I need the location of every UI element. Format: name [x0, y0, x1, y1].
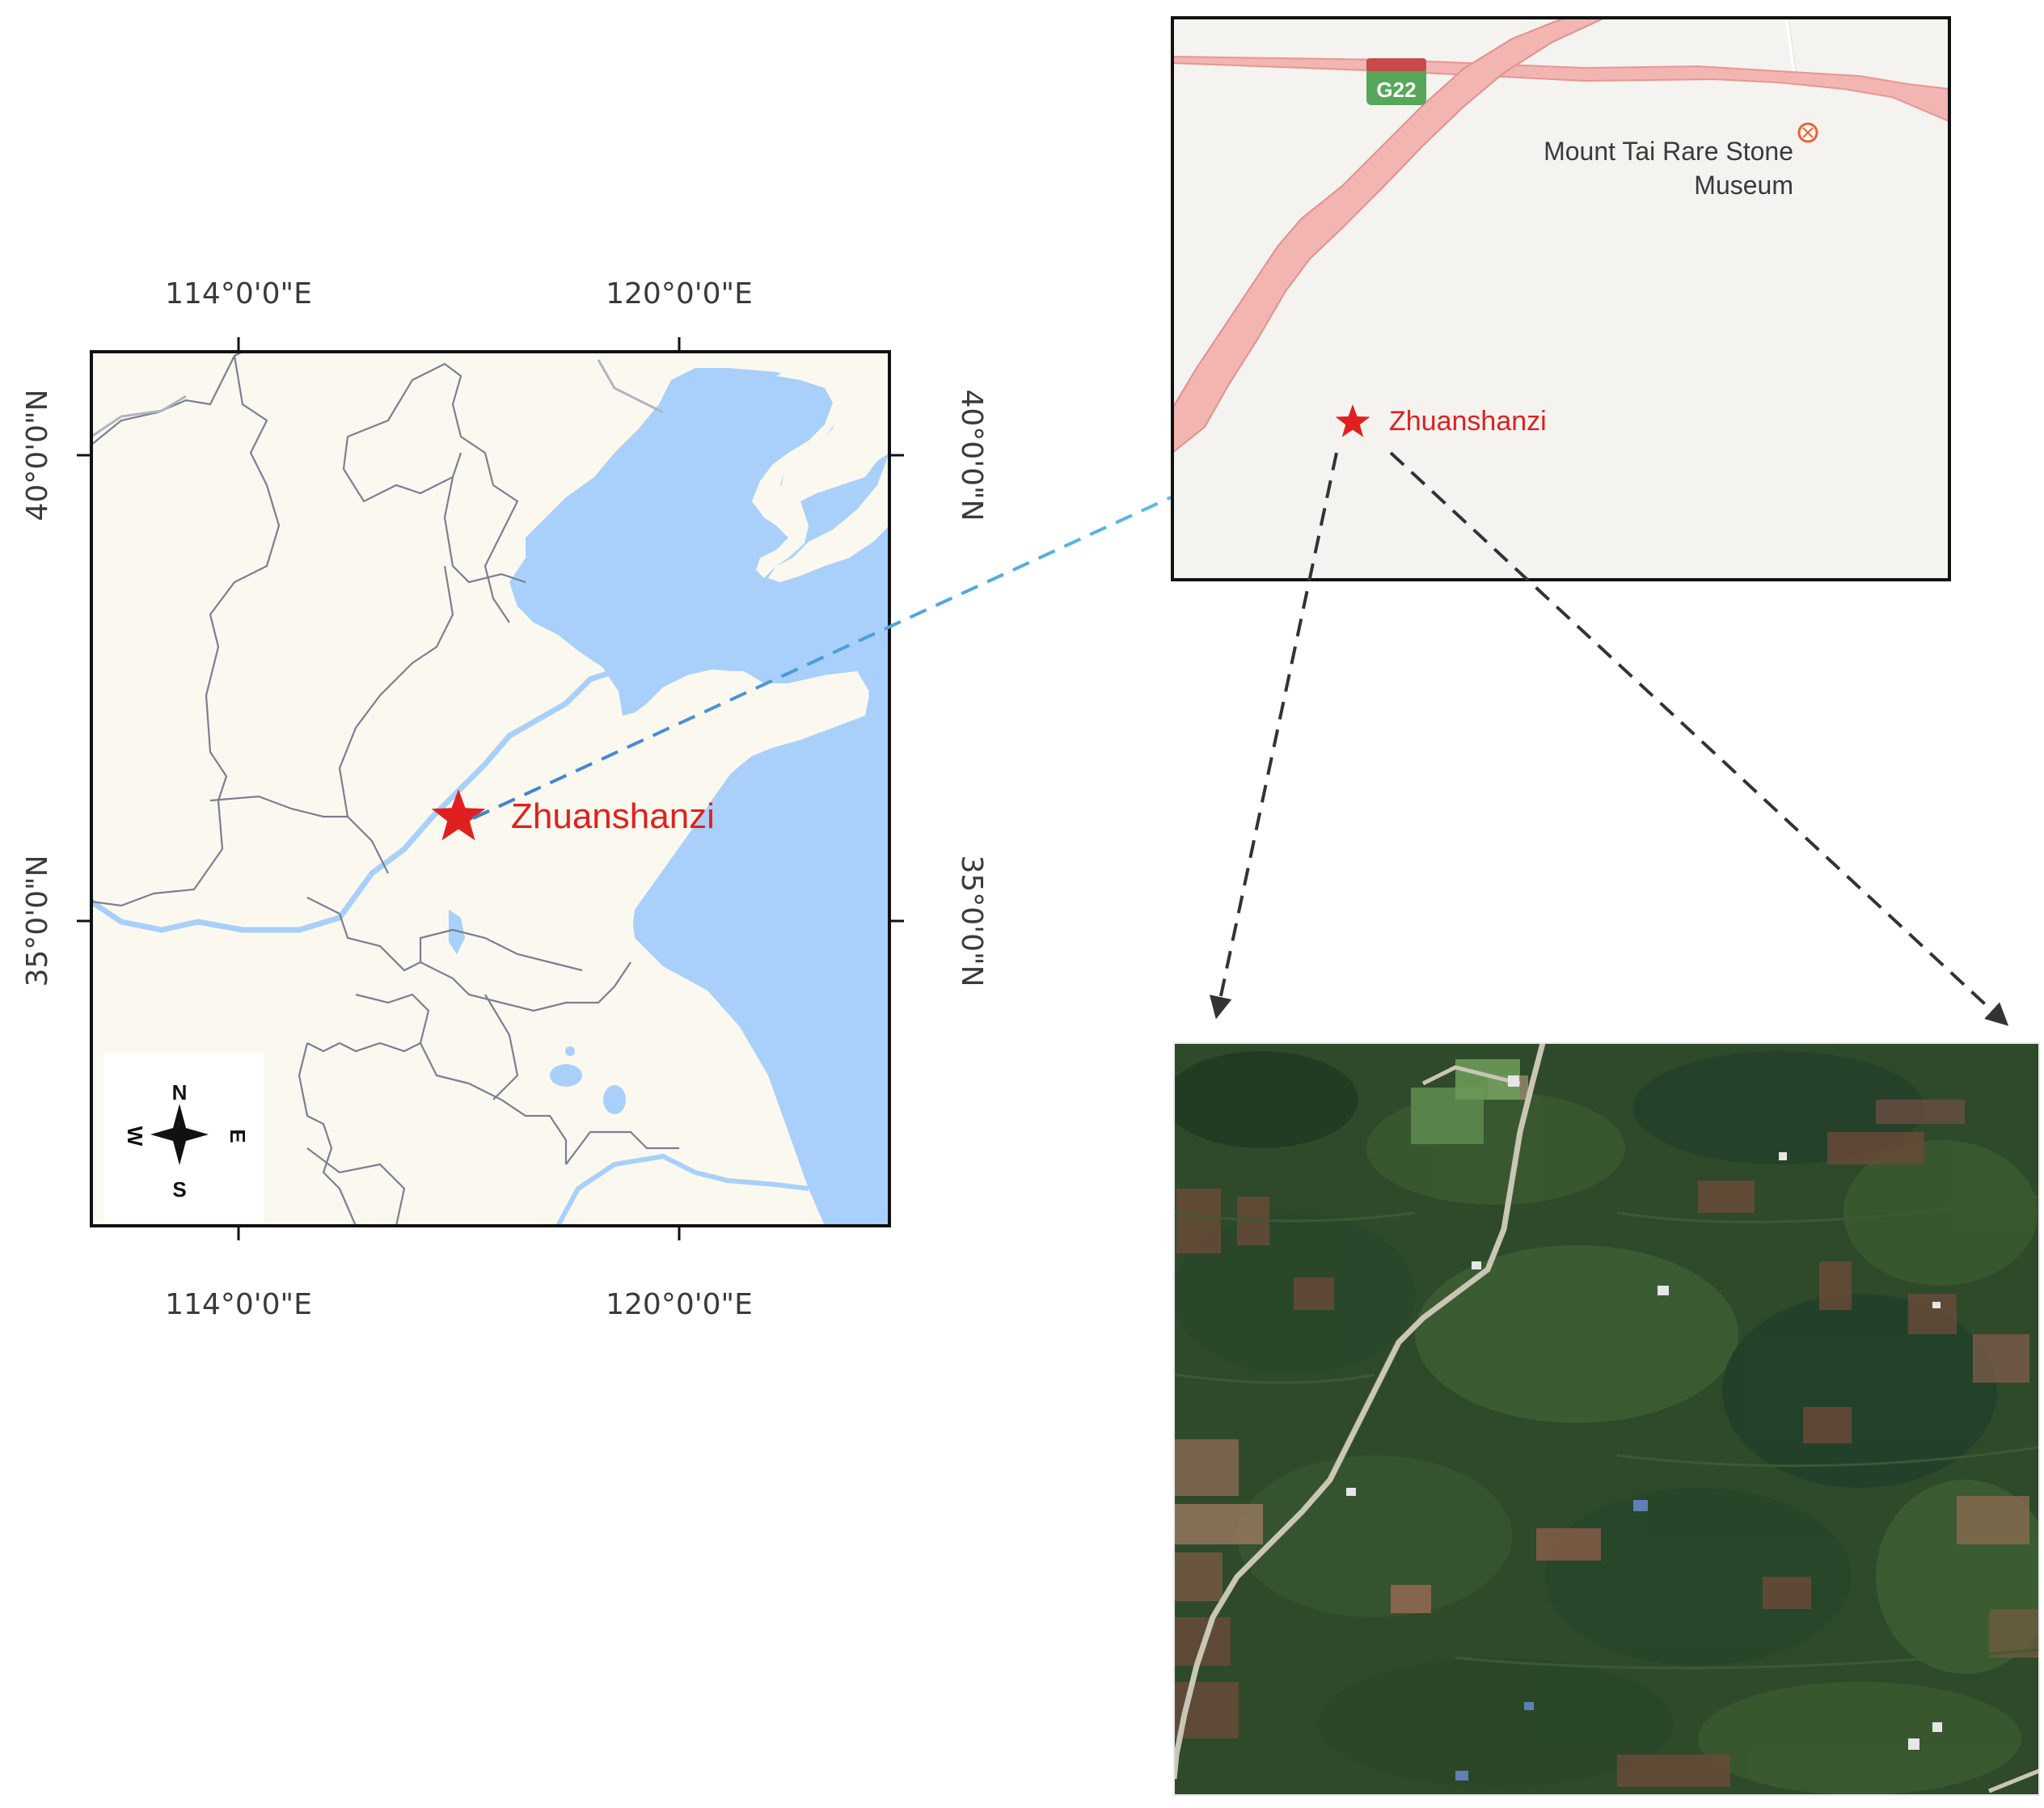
compass-n: N — [172, 1080, 188, 1105]
museum-poi — [1797, 122, 1818, 143]
peninsula-land — [768, 453, 889, 582]
lake — [603, 1085, 626, 1114]
lat-label-right-40: 40°0'0"N — [955, 389, 988, 521]
poi-name-line2: Museum — [1694, 171, 1793, 200]
lower-river — [555, 1153, 809, 1226]
peninsula-land — [752, 368, 843, 578]
lon-label-bottom-114: 114°0'0"E — [165, 1288, 312, 1321]
outer-border — [91, 359, 664, 438]
village-road — [1174, 1043, 1546, 1780]
road-shield: G22 — [1366, 58, 1426, 105]
map-frame — [90, 350, 891, 1227]
compass-icon — [150, 1104, 209, 1165]
street-site-star — [1335, 404, 1370, 437]
site-star — [431, 789, 486, 841]
satellite-frame — [1173, 1042, 2040, 1796]
yellow-river — [91, 667, 626, 933]
shandong-peninsula — [517, 670, 869, 942]
regional-site-label: Zhuanshanzi — [511, 796, 715, 836]
street-map: G22 Mount Tai Rare Stone Museum Zhuansha… — [1171, 16, 1951, 581]
lat-label-left-40: 40°0'0"N — [21, 389, 54, 521]
poi-name-line1: Mount Tai Rare Stone — [1544, 137, 1793, 166]
street-site-label: Zhuanshanzi — [1389, 406, 1547, 437]
compass-rose: N S E W — [103, 1053, 264, 1223]
lat-label-right-35: 35°0'0"N — [955, 855, 988, 986]
lat-label-left-35: 35°0'0"N — [21, 855, 54, 986]
satellite-image — [1174, 1043, 2039, 1795]
regional-map: 114°0'0"E 120°0'0"E 114°0'0"E 120°0'0"E … — [21, 277, 988, 1321]
leader-arrow-left — [1209, 452, 1338, 1020]
compass-s: S — [172, 1177, 186, 1202]
expressway-horizontal — [1172, 55, 1949, 123]
lon-label-bottom-120: 120°0'0"E — [606, 1288, 753, 1321]
lake — [550, 1064, 582, 1087]
compass-e: E — [226, 1129, 250, 1143]
lake — [449, 910, 465, 954]
road-shield-label: G22 — [1376, 78, 1416, 102]
lake — [565, 1046, 575, 1056]
ticks — [77, 337, 904, 1240]
zoom-leader-arrow — [472, 436, 1303, 820]
street-map-background — [1172, 18, 1949, 580]
street-map-frame — [1171, 16, 1951, 581]
province-borders — [91, 352, 679, 1226]
expressway-diagonal — [1172, 18, 1606, 454]
lon-label-top-120: 120°0'0"E — [606, 277, 753, 310]
compass-w: W — [123, 1126, 147, 1147]
lon-label-top-114: 114°0'0"E — [165, 277, 312, 310]
